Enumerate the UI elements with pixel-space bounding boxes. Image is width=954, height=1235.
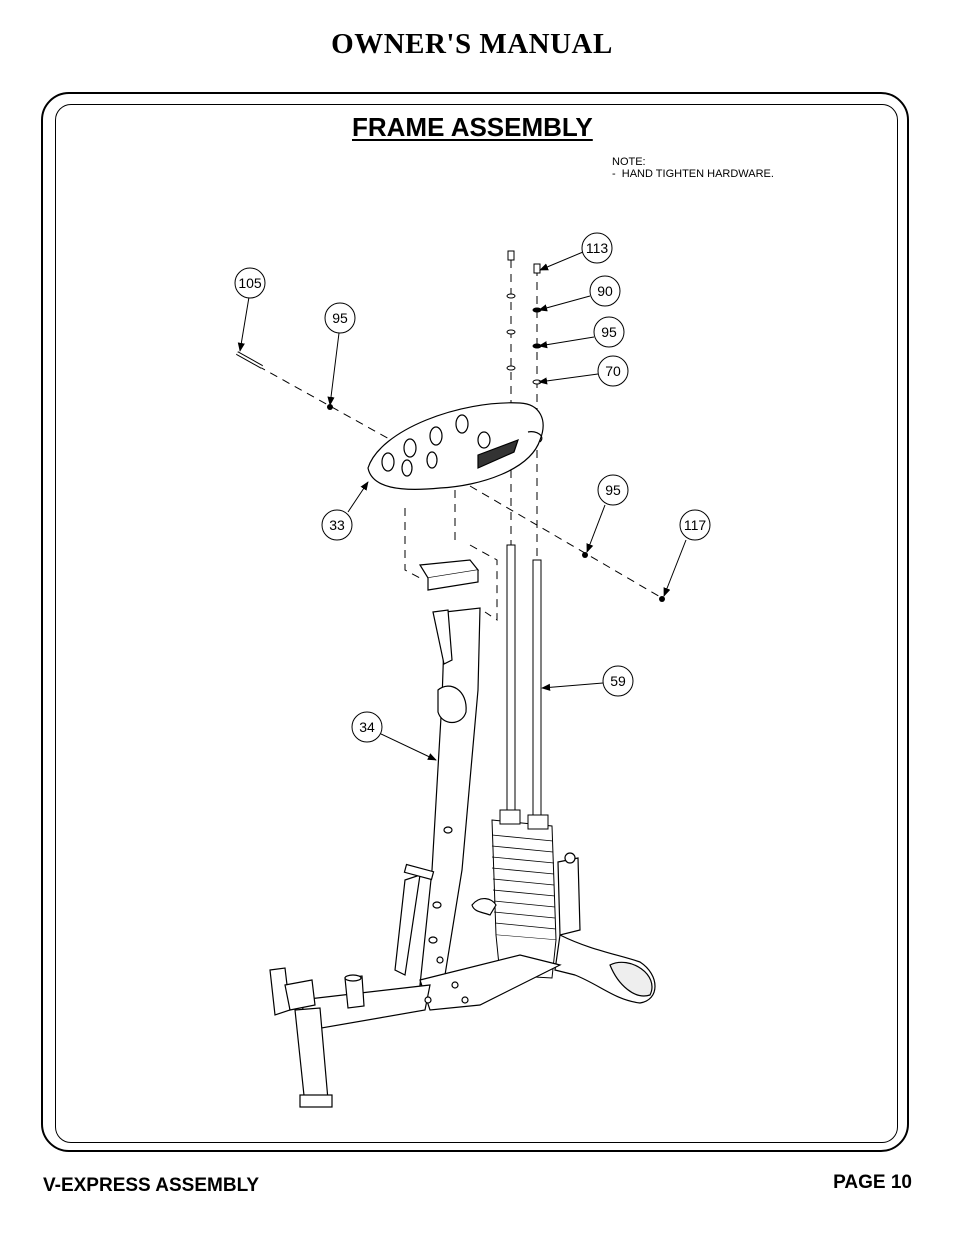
guide-rods-59 bbox=[506, 544, 542, 831]
bracket bbox=[418, 559, 480, 591]
svg-text:70: 70 bbox=[605, 363, 621, 379]
callout-113: 113 bbox=[581, 232, 613, 264]
inner-border bbox=[55, 104, 898, 1143]
svg-text:95: 95 bbox=[605, 482, 621, 498]
callout-95-left: 95 bbox=[324, 302, 356, 334]
page-header-title: OWNER'S MANUAL bbox=[331, 28, 613, 60]
svg-text:59: 59 bbox=[610, 673, 626, 689]
weight-stack bbox=[491, 809, 557, 979]
callout-105: 105 bbox=[234, 267, 266, 299]
svg-text:117: 117 bbox=[684, 517, 707, 533]
callout-34: 34 bbox=[351, 711, 383, 743]
upright-34 bbox=[394, 607, 481, 986]
hardware-stack-left bbox=[506, 250, 516, 371]
washer-95-right bbox=[582, 552, 588, 558]
footer-page-number: PAGE 10 bbox=[833, 1172, 912, 1193]
callout-95-top-right: 95 bbox=[593, 316, 625, 348]
svg-text:90: 90 bbox=[597, 283, 613, 299]
pin-105 bbox=[236, 351, 263, 369]
callout-117: 117 bbox=[679, 509, 711, 541]
outer-border bbox=[41, 92, 909, 1152]
svg-text:95: 95 bbox=[601, 324, 617, 340]
top-plate-33 bbox=[367, 402, 544, 490]
svg-text:95: 95 bbox=[332, 310, 348, 326]
svg-text:105: 105 bbox=[238, 275, 262, 291]
base-frame bbox=[269, 954, 562, 1108]
svg-text:113: 113 bbox=[586, 240, 609, 256]
right-support bbox=[471, 852, 656, 1004]
callout-33: 33 bbox=[321, 509, 353, 541]
svg-text:34: 34 bbox=[359, 719, 375, 735]
callout-70: 70 bbox=[597, 355, 629, 387]
svg-text:33: 33 bbox=[329, 517, 345, 533]
callout-95-right: 95 bbox=[597, 474, 629, 506]
section-title: FRAME ASSEMBLY bbox=[352, 112, 593, 142]
footer-assembly-name: V-EXPRESS ASSEMBLY bbox=[43, 1175, 260, 1196]
assembly-note: NOTE: - HAND TIGHTEN HARDWARE. bbox=[612, 156, 774, 180]
callout-59: 59 bbox=[602, 665, 634, 697]
leader-arrows bbox=[237, 251, 687, 761]
callout-90: 90 bbox=[589, 275, 621, 307]
nut-117 bbox=[659, 596, 665, 602]
